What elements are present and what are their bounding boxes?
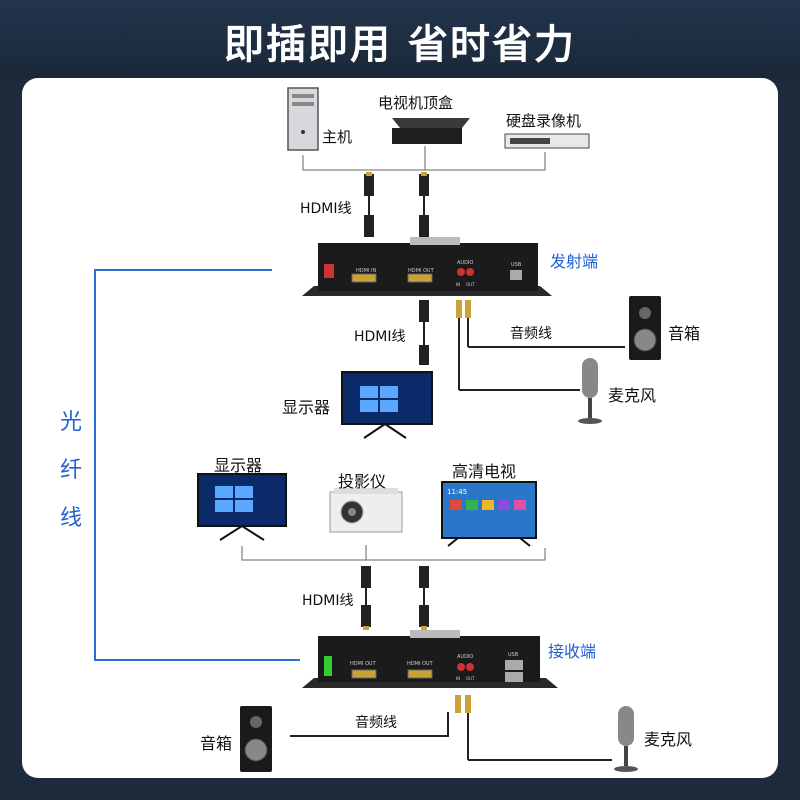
- microphone-low-icon: [614, 706, 638, 772]
- monitor-top-label: 显示器: [282, 398, 331, 417]
- sender-hdmi-in-label: HDMI IN: [356, 268, 376, 274]
- display-bus-line: [241, 546, 546, 561]
- nvr-icon: [504, 133, 590, 149]
- hdmi-cable-top-1: [364, 172, 374, 237]
- receiver-hdmi-out1-label: HDMI OUT: [350, 661, 377, 667]
- sender-usb-label: USB: [511, 262, 522, 268]
- hdmi-cable-low-2: [419, 566, 429, 630]
- projector-label: 投影仪: [338, 472, 387, 491]
- hdmi-top-label: HDMI线: [300, 201, 352, 217]
- host-label: 主机: [322, 128, 353, 146]
- sender-device: HDMI IN HDMI OUT AUDIO IN OUT USB: [302, 237, 552, 296]
- hdtv-icon: 11:45: [441, 481, 537, 547]
- receiver-label: 接收端: [548, 642, 597, 661]
- sender-audio-label: AUDIO: [457, 260, 473, 266]
- source-bus-line: [302, 152, 546, 171]
- mic-top-label: 麦克风: [608, 386, 657, 405]
- tv-box-icon: [392, 118, 470, 144]
- receiver-device: HDMI OUT HDMI OUT AUDIO IN OUT USB: [302, 630, 558, 688]
- page-title: 即插即用 省时省力: [224, 22, 576, 68]
- audio-cable-top-label: 音频线: [510, 326, 552, 342]
- hdmi-low-label: HDMI线: [302, 593, 354, 609]
- receiver-hdmi-out2-label: HDMI OUT: [407, 661, 434, 667]
- host-pc-icon: [287, 87, 319, 151]
- projector-icon: [329, 488, 403, 533]
- fiber-label-1: 光: [60, 410, 83, 435]
- speaker-low-label: 音箱: [200, 734, 233, 753]
- fiber-label-2: 纤: [60, 458, 83, 483]
- speaker-top-label: 音箱: [668, 324, 701, 343]
- fiber-label-3: 线: [60, 506, 83, 531]
- sender-hdmi-out-label: HDMI OUT: [408, 268, 435, 274]
- monitor-top-icon: [341, 371, 433, 439]
- hdmi-cable-mid: [419, 300, 429, 365]
- monitor-low-label: 显示器: [214, 456, 263, 475]
- hdtv-label: 高清电视: [452, 462, 517, 481]
- hdtv-time: 11:45: [447, 488, 467, 496]
- microphone-top-icon: [578, 358, 602, 424]
- sender-label: 发射端: [550, 252, 599, 271]
- speaker-top-icon: [629, 296, 661, 360]
- tvbox-label: 电视机顶盒: [378, 94, 454, 112]
- receiver-audio-label: AUDIO: [457, 654, 473, 660]
- receiver-audio-in-label: IN: [456, 676, 460, 681]
- hdmi-cable-low-1: [361, 566, 371, 630]
- mic-low-label: 麦克风: [644, 730, 693, 749]
- audio-cable-top: [456, 300, 625, 391]
- nvr-label: 硬盘录像机: [506, 112, 582, 130]
- monitor-low-icon: [197, 473, 287, 541]
- hdmi-cable-top-2: [419, 172, 429, 237]
- sender-audio-in-label: IN: [456, 282, 460, 287]
- sender-audio-out-label: OUT: [466, 282, 475, 287]
- receiver-audio-out-label: OUT: [466, 676, 475, 681]
- audio-cable-low-label: 音频线: [355, 715, 397, 731]
- receiver-usb-label: USB: [508, 652, 519, 658]
- fiber-line: [94, 269, 300, 661]
- audio-cable-low: [290, 695, 612, 761]
- speaker-low-icon: [240, 706, 272, 772]
- header-bar: 即插即用 省时省力: [0, 0, 800, 78]
- hdmi-mid-label: HDMI线: [354, 329, 406, 345]
